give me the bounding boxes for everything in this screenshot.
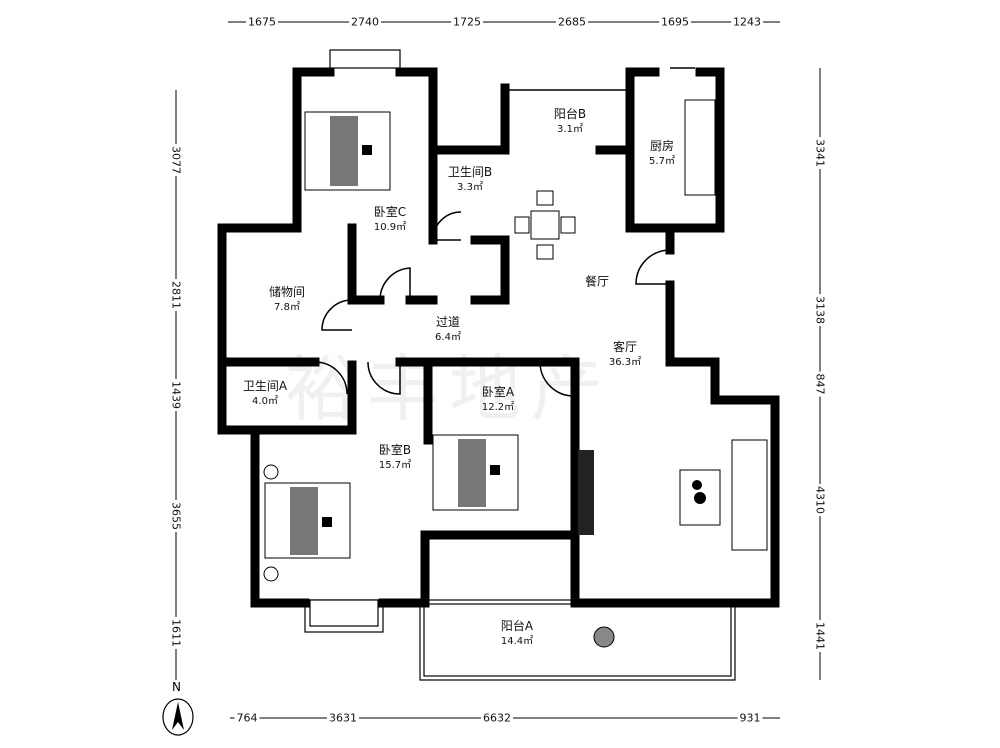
walls <box>217 67 780 608</box>
room-balcony-b: 阳台B 3.1㎡ <box>554 107 586 137</box>
compass <box>162 698 194 736</box>
dim-bottom-1: 764 <box>234 711 260 725</box>
dim-top-4: 2685 <box>556 15 588 29</box>
room-balcony-a: 阳台A 14.4㎡ <box>501 619 533 649</box>
room-name: 储物间 <box>268 285 306 299</box>
room-area: 3.3㎡ <box>457 182 483 193</box>
room-bedroom-b: 卧室B 15.7㎡ <box>379 443 411 473</box>
room-area: 7.8㎡ <box>274 302 300 313</box>
dim-top-3: 1725 <box>451 15 483 29</box>
room-area: 36.3㎡ <box>608 357 642 368</box>
room-area: 15.7㎡ <box>378 460 412 471</box>
room-area: 6.4㎡ <box>435 332 461 343</box>
room-storage: 储物间 7.8㎡ <box>269 285 305 315</box>
dim-left-5: 1611 <box>169 617 183 649</box>
dim-bottom-3: 6632 <box>481 711 513 725</box>
room-name: 厨房 <box>649 139 674 153</box>
room-area: 5.7㎡ <box>649 156 675 167</box>
doors <box>314 211 671 397</box>
room-area: 14.4㎡ <box>500 636 534 647</box>
dim-right-4: 4310 <box>813 484 827 516</box>
compass-north-label: N <box>172 680 181 694</box>
dim-left-1: 3077 <box>169 144 183 176</box>
dim-top-5: 1695 <box>659 15 691 29</box>
room-name: 过道 <box>435 315 460 329</box>
room-bedroom-c: 卧室C 10.9㎡ <box>374 205 406 235</box>
room-area: 3.1㎡ <box>557 124 583 135</box>
room-living: 客厅 36.3㎡ <box>609 340 641 370</box>
room-area: 4.0㎡ <box>252 396 278 407</box>
room-name: 卧室C <box>373 205 407 219</box>
dim-left-4: 3655 <box>169 500 183 532</box>
room-hallway: 过道 6.4㎡ <box>435 315 461 345</box>
room-name: 阳台A <box>500 619 534 633</box>
dim-left-2: 2811 <box>169 279 183 311</box>
room-name: 卫生间A <box>242 379 288 393</box>
windows <box>304 49 736 681</box>
room-area: 12.2㎡ <box>481 402 515 413</box>
dim-top-2: 2740 <box>349 15 381 29</box>
room-name: 卧室B <box>378 443 412 457</box>
room-name: 餐厅 <box>584 274 610 289</box>
room-dining: 餐厅 <box>585 275 609 290</box>
dim-bottom-4: 931 <box>737 711 763 725</box>
dim-right-2: 3138 <box>813 294 827 326</box>
room-bedroom-a: 卧室A 12.2㎡ <box>482 385 514 415</box>
room-bathroom-b: 卫生间B 3.3㎡ <box>448 165 492 195</box>
dim-right-3: 847 <box>813 371 827 397</box>
room-name: 客厅 <box>612 340 638 354</box>
dim-right-1: 3341 <box>813 137 827 169</box>
room-name: 卫生间B <box>447 165 493 179</box>
dim-right-5: 1441 <box>813 620 827 652</box>
tv-cabinet <box>578 450 594 535</box>
dim-left-3: 1439 <box>169 379 183 411</box>
room-area: 10.9㎡ <box>373 222 407 233</box>
room-name: 阳台B <box>553 107 587 121</box>
room-bathroom-a: 卫生间A 4.0㎡ <box>243 379 287 409</box>
kitchen-counter <box>684 99 716 196</box>
dim-top-1: 1675 <box>246 15 278 29</box>
dim-bottom-2: 3631 <box>327 711 359 725</box>
room-name: 卧室A <box>481 385 515 399</box>
sofa <box>731 439 768 551</box>
watermark: 裕丰地产 <box>285 347 614 431</box>
furniture <box>263 99 768 648</box>
room-kitchen: 厨房 5.7㎡ <box>649 139 675 169</box>
plant <box>593 626 615 648</box>
dim-top-6: 1243 <box>731 15 763 29</box>
dining-table <box>514 190 576 260</box>
